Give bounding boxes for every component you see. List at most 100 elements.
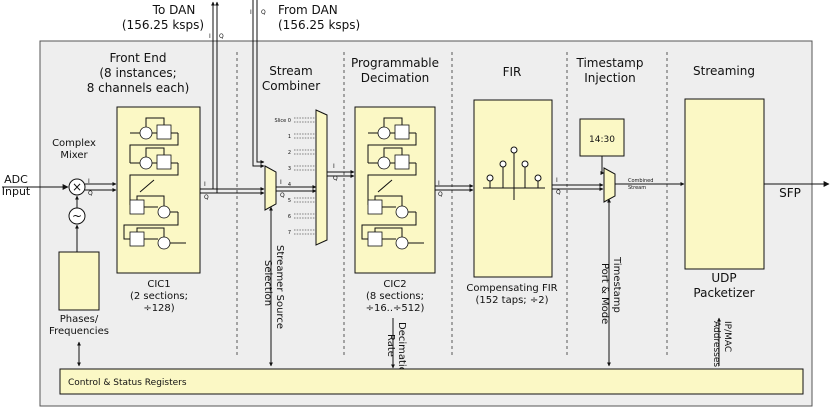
svg-text:÷128): ÷128) xyxy=(143,303,174,314)
svg-text:I: I xyxy=(209,33,211,40)
svg-text:Frequencies: Frequencies xyxy=(49,326,109,337)
svg-text:Q: Q xyxy=(219,33,224,40)
cic2-label: CIC2 (8 sections; ÷16..÷512) xyxy=(366,279,425,314)
svg-text:Stream: Stream xyxy=(269,64,312,78)
svg-text:Slice 0: Slice 0 xyxy=(274,118,291,124)
section-timestamp-title: Timestamp Injection xyxy=(576,56,644,85)
csr-label: Control & Status Registers xyxy=(68,378,187,388)
svg-text:(8 sections;: (8 sections; xyxy=(366,291,424,302)
oscillator-glyph: ~ xyxy=(72,209,82,223)
cic1-label: CIC1 (2 sections; ÷128) xyxy=(130,279,188,314)
svg-text:CIC1: CIC1 xyxy=(147,279,170,290)
udp-packetizer-block xyxy=(684,98,765,270)
svg-text:1: 1 xyxy=(288,134,291,140)
cic1-internals xyxy=(123,117,186,250)
svg-text:Stream: Stream xyxy=(628,185,646,191)
combined-stream-label: Combined Stream xyxy=(628,178,653,191)
from-dan-label: From DAN xyxy=(278,3,338,17)
svg-text:I: I xyxy=(438,180,440,187)
svg-text:Front End: Front End xyxy=(110,51,167,65)
svg-text:Phases/: Phases/ xyxy=(60,314,99,325)
svg-text:7: 7 xyxy=(288,230,291,236)
svg-text:(152 taps; ÷2): (152 taps; ÷2) xyxy=(476,295,549,306)
svg-text:Q: Q xyxy=(556,189,561,196)
svg-text:Addresses: Addresses xyxy=(711,321,721,367)
svg-text:Rate: Rate xyxy=(385,334,396,357)
svg-text:Timestamp: Timestamp xyxy=(576,56,644,70)
clock-time: 14:30 xyxy=(589,135,615,145)
svg-text:Combined: Combined xyxy=(628,178,653,184)
svg-text:Injection: Injection xyxy=(584,71,635,85)
svg-text:Packetizer: Packetizer xyxy=(693,286,754,300)
section-stream-combiner-title: Stream Combiner xyxy=(262,64,320,93)
svg-text:2: 2 xyxy=(288,150,291,156)
svg-text:CIC2: CIC2 xyxy=(383,279,406,290)
svg-text:Selection: Selection xyxy=(262,260,273,306)
svg-text:Decimation: Decimation xyxy=(361,71,430,85)
phases-frequencies-block xyxy=(58,251,100,311)
svg-text:I: I xyxy=(280,179,282,186)
svg-text:Timestamp: Timestamp xyxy=(611,256,622,313)
timestamp-clock xyxy=(579,118,625,157)
adc-input-label: ADC Input xyxy=(2,173,31,198)
svg-text:÷16..÷512): ÷16..÷512) xyxy=(366,303,425,314)
mixer-x-glyph: × xyxy=(72,180,82,194)
phases-frequencies-label: Phases/ Frequencies xyxy=(49,314,109,337)
slice-distributor xyxy=(315,109,328,246)
section-dividers xyxy=(236,52,668,358)
svg-text:I: I xyxy=(204,181,206,188)
slice-input-lines xyxy=(294,117,316,235)
svg-text:IP/MAC: IP/MAC xyxy=(722,321,732,352)
stream-combiner-mux xyxy=(264,165,277,211)
svg-text:Port & Mode: Port & Mode xyxy=(599,263,610,324)
svg-text:Programmable: Programmable xyxy=(351,56,439,70)
svg-text:(8 instances;: (8 instances; xyxy=(99,66,176,80)
svg-text:Q: Q xyxy=(280,192,285,199)
svg-text:Combiner: Combiner xyxy=(262,79,320,93)
from-dan-rate: (156.25 ksps) xyxy=(278,18,360,32)
section-prog-decimation-title: Programmable Decimation xyxy=(351,56,439,85)
svg-text:UDP: UDP xyxy=(711,271,736,285)
to-dan-label: To DAN xyxy=(152,3,196,17)
timestamp-mux xyxy=(603,167,616,203)
decimation-rate-label: Decimation Rate xyxy=(385,322,407,379)
svg-text:Input: Input xyxy=(2,185,31,198)
svg-text:6: 6 xyxy=(288,214,291,220)
svg-text:Q: Q xyxy=(333,175,338,182)
mixer-symbol xyxy=(68,178,86,196)
udp-packetizer-label: UDP Packetizer xyxy=(693,271,754,300)
svg-text:Q: Q xyxy=(261,9,266,16)
svg-text:4: 4 xyxy=(288,182,291,188)
svg-text:(2 sections;: (2 sections; xyxy=(130,291,188,302)
section-fir-title: FIR xyxy=(503,65,522,79)
svg-text:Complex: Complex xyxy=(52,138,96,149)
cic2-internals xyxy=(361,117,424,250)
svg-text:Q: Q xyxy=(88,190,93,197)
svg-text:Decimation: Decimation xyxy=(396,322,407,379)
section-streaming-title: Streaming xyxy=(693,64,755,78)
svg-text:Mixer: Mixer xyxy=(60,150,88,161)
svg-text:8 channels each): 8 channels each) xyxy=(87,81,190,95)
slice-labels: Slice 0 1 2 3 4 5 6 7 xyxy=(274,118,291,236)
svg-text:Q: Q xyxy=(438,191,443,198)
svg-text:Compensating FIR: Compensating FIR xyxy=(466,283,557,294)
svg-text:I: I xyxy=(556,177,558,184)
to-dan-rate: (156.25 ksps) xyxy=(122,18,204,32)
sfp-label: SFP xyxy=(779,186,801,200)
streamer-source-label: Streamer Source Selection xyxy=(262,245,285,329)
section-front-end-title: Front End (8 instances; 8 channels each) xyxy=(87,51,190,95)
timestamp-port-label: Timestamp Port & Mode xyxy=(599,256,622,324)
svg-text:Q: Q xyxy=(204,194,209,201)
svg-text:I: I xyxy=(250,9,252,16)
svg-text:Streamer Source: Streamer Source xyxy=(274,245,285,329)
svg-text:ADC: ADC xyxy=(4,173,28,186)
svg-text:I: I xyxy=(88,178,90,185)
ip-mac-label: IP/MAC Addresses xyxy=(711,321,732,367)
svg-text:5: 5 xyxy=(288,198,291,204)
compensating-fir-label: Compensating FIR (152 taps; ÷2) xyxy=(466,283,557,306)
complex-mixer-label: Complex Mixer xyxy=(52,138,96,161)
svg-text:3: 3 xyxy=(288,166,291,172)
svg-text:I: I xyxy=(333,163,335,170)
fir-impulse-icon xyxy=(483,146,545,200)
